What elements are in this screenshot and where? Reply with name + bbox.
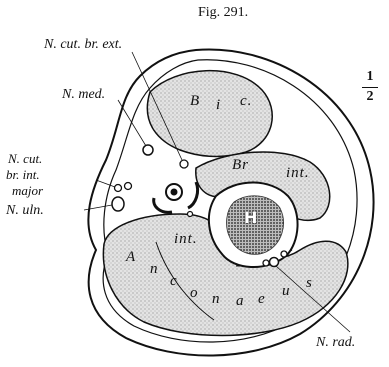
musculocutaneous-nerve <box>180 160 188 168</box>
label-n-med: N. med. <box>62 88 105 102</box>
label-n-cut-line2: br. int. <box>6 168 40 181</box>
artery-lumen <box>171 189 178 196</box>
anconaeus-letter-7: e <box>258 292 266 307</box>
label-n-cut-br-ext: N. cut. br. ext. <box>44 38 122 52</box>
radial-nerve <box>270 258 279 267</box>
small-vessel <box>188 212 193 217</box>
median-nerve <box>143 145 153 155</box>
anconaeus-letter-2: n <box>150 262 159 277</box>
anconaeus-letter-3: c <box>170 274 178 289</box>
anconaeus-letter-8: u <box>282 284 291 299</box>
anconaeus-letter-9: s <box>306 276 313 291</box>
biceps-letter-b: B <box>190 94 200 109</box>
anconaeus-label-int: int. <box>174 232 198 247</box>
biceps-letter-i: i <box>216 98 221 113</box>
brachialis-label-int: int. <box>286 166 310 181</box>
biceps-letter-c: c. <box>240 94 252 109</box>
medial-cutaneous-nerve-a <box>115 185 122 192</box>
brachialis-label-br: Br <box>232 158 249 173</box>
anconaeus-letter-4: o <box>190 286 199 301</box>
radial-vessel-a <box>263 260 269 266</box>
ulnar-nerve <box>112 197 124 211</box>
radial-vessel-b <box>281 251 287 257</box>
anconaeus-letter-6: a <box>236 294 245 309</box>
anconaeus-letter-5: n <box>212 292 221 307</box>
label-n-cut-line1: N. cut. <box>8 152 42 165</box>
label-n-uln: N. uln. <box>6 204 44 218</box>
medial-cutaneous-nerve-b <box>125 183 132 190</box>
anconaeus-letter-1: A <box>126 250 136 265</box>
humerus-label: H <box>244 210 257 226</box>
label-n-cut-line3: major <box>12 184 43 197</box>
label-n-rad: N. rad. <box>316 336 355 350</box>
